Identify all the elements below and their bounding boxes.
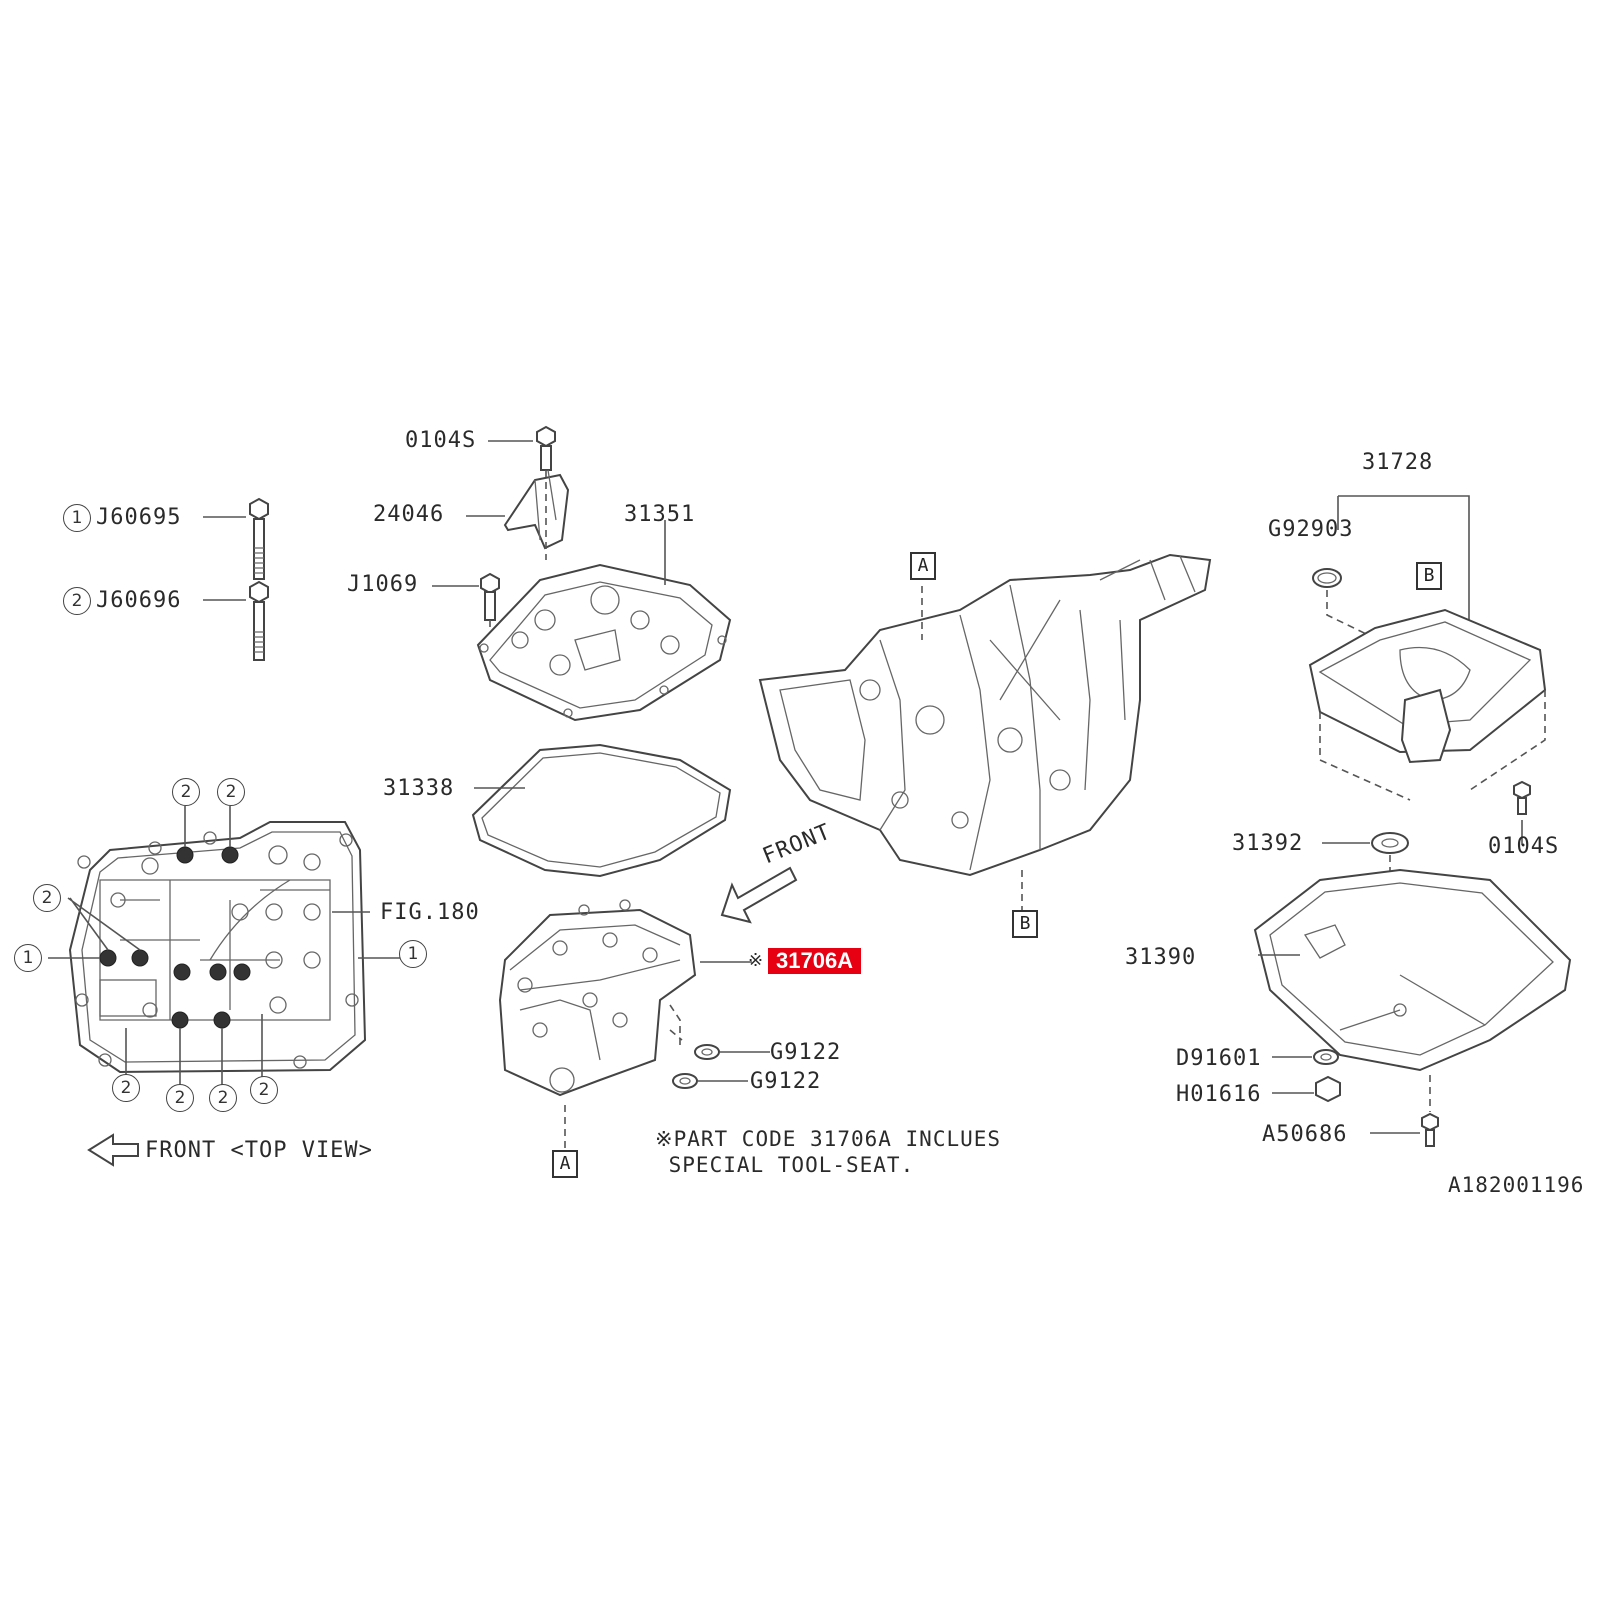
top-view-front-arrow: [87, 1133, 139, 1167]
label-31351: 31351: [624, 502, 696, 527]
label-0104s-top: 0104S: [405, 428, 477, 453]
label-fig180: FIG.180: [380, 900, 480, 925]
circle-callout-1: 1: [63, 504, 91, 532]
label-31728: 31728: [1362, 450, 1434, 475]
label-g92903: G92903: [1268, 517, 1354, 542]
label-j60696: J60696: [96, 588, 182, 613]
label-d91601: D91601: [1176, 1046, 1262, 1071]
circle-callout-1: 1: [14, 944, 42, 972]
gasket-31338: [471, 743, 732, 878]
circle-callout-1: 1: [399, 940, 427, 968]
strainer-31728: [1308, 608, 1547, 801]
label-g9122-a: G9122: [770, 1040, 842, 1065]
transmission-housing: [758, 553, 1212, 877]
seal-g9122-a: [694, 1044, 720, 1060]
label-31338: 31338: [383, 776, 455, 801]
reference-mark: ※: [748, 950, 765, 971]
label-24046: 24046: [373, 502, 445, 527]
bolt-0104s-top: [536, 425, 556, 471]
control-valve-31706a: [498, 899, 697, 1097]
note-line-2: SPECIAL TOOL-SEAT.: [655, 1153, 915, 1177]
bolt-j1069: [480, 572, 500, 621]
oil-pan-31390: [1253, 868, 1572, 1072]
circle-callout-2: 2: [250, 1076, 278, 1104]
bolt-j60696: [249, 580, 269, 661]
front-direction-arrow: [720, 866, 798, 924]
label-a50686: A50686: [1262, 1122, 1348, 1147]
circle-callout-2: 2: [172, 778, 200, 806]
circle-callout-2: 2: [217, 778, 245, 806]
top-view-caption: FRONT <TOP VIEW>: [145, 1138, 373, 1163]
label-31390: 31390: [1125, 945, 1197, 970]
top-view-valve-plan: [48, 806, 405, 1090]
circle-callout-2: 2: [63, 587, 91, 615]
label-g9122-b: G9122: [750, 1069, 822, 1094]
label-j1069: J1069: [347, 572, 419, 597]
circle-callout-2: 2: [209, 1084, 237, 1112]
bracket-24046: [503, 469, 570, 550]
seal-g9122-b: [672, 1073, 698, 1089]
figure-code: A182001196: [1448, 1173, 1585, 1197]
marker-a: A: [552, 1150, 578, 1178]
marker-b: B: [1012, 910, 1038, 938]
highlighted-part-31706a[interactable]: 31706A: [768, 948, 862, 974]
label-0104s-right: 0104S: [1488, 834, 1560, 859]
gasket-d91601: [1313, 1049, 1339, 1065]
bolt-0104s-right: [1513, 780, 1531, 815]
bolt-a50686: [1421, 1112, 1439, 1147]
washer-31392: [1371, 832, 1409, 854]
bolt-j60695: [249, 497, 269, 580]
label-31392: 31392: [1232, 831, 1304, 856]
circle-callout-2: 2: [166, 1084, 194, 1112]
marker-b: B: [1416, 562, 1442, 590]
label-j60695: J60695: [96, 505, 182, 530]
label-h01616: H01616: [1176, 1082, 1262, 1107]
drain-plug-h01616: [1315, 1075, 1341, 1103]
circle-callout-2: 2: [112, 1074, 140, 1102]
marker-a: A: [910, 552, 936, 580]
valve-cover-31351: [476, 563, 732, 722]
note-line-1: ※PART CODE 31706A INCLUES: [655, 1127, 1002, 1151]
circle-callout-2: 2: [33, 884, 61, 912]
oring-g92903: [1312, 568, 1342, 588]
